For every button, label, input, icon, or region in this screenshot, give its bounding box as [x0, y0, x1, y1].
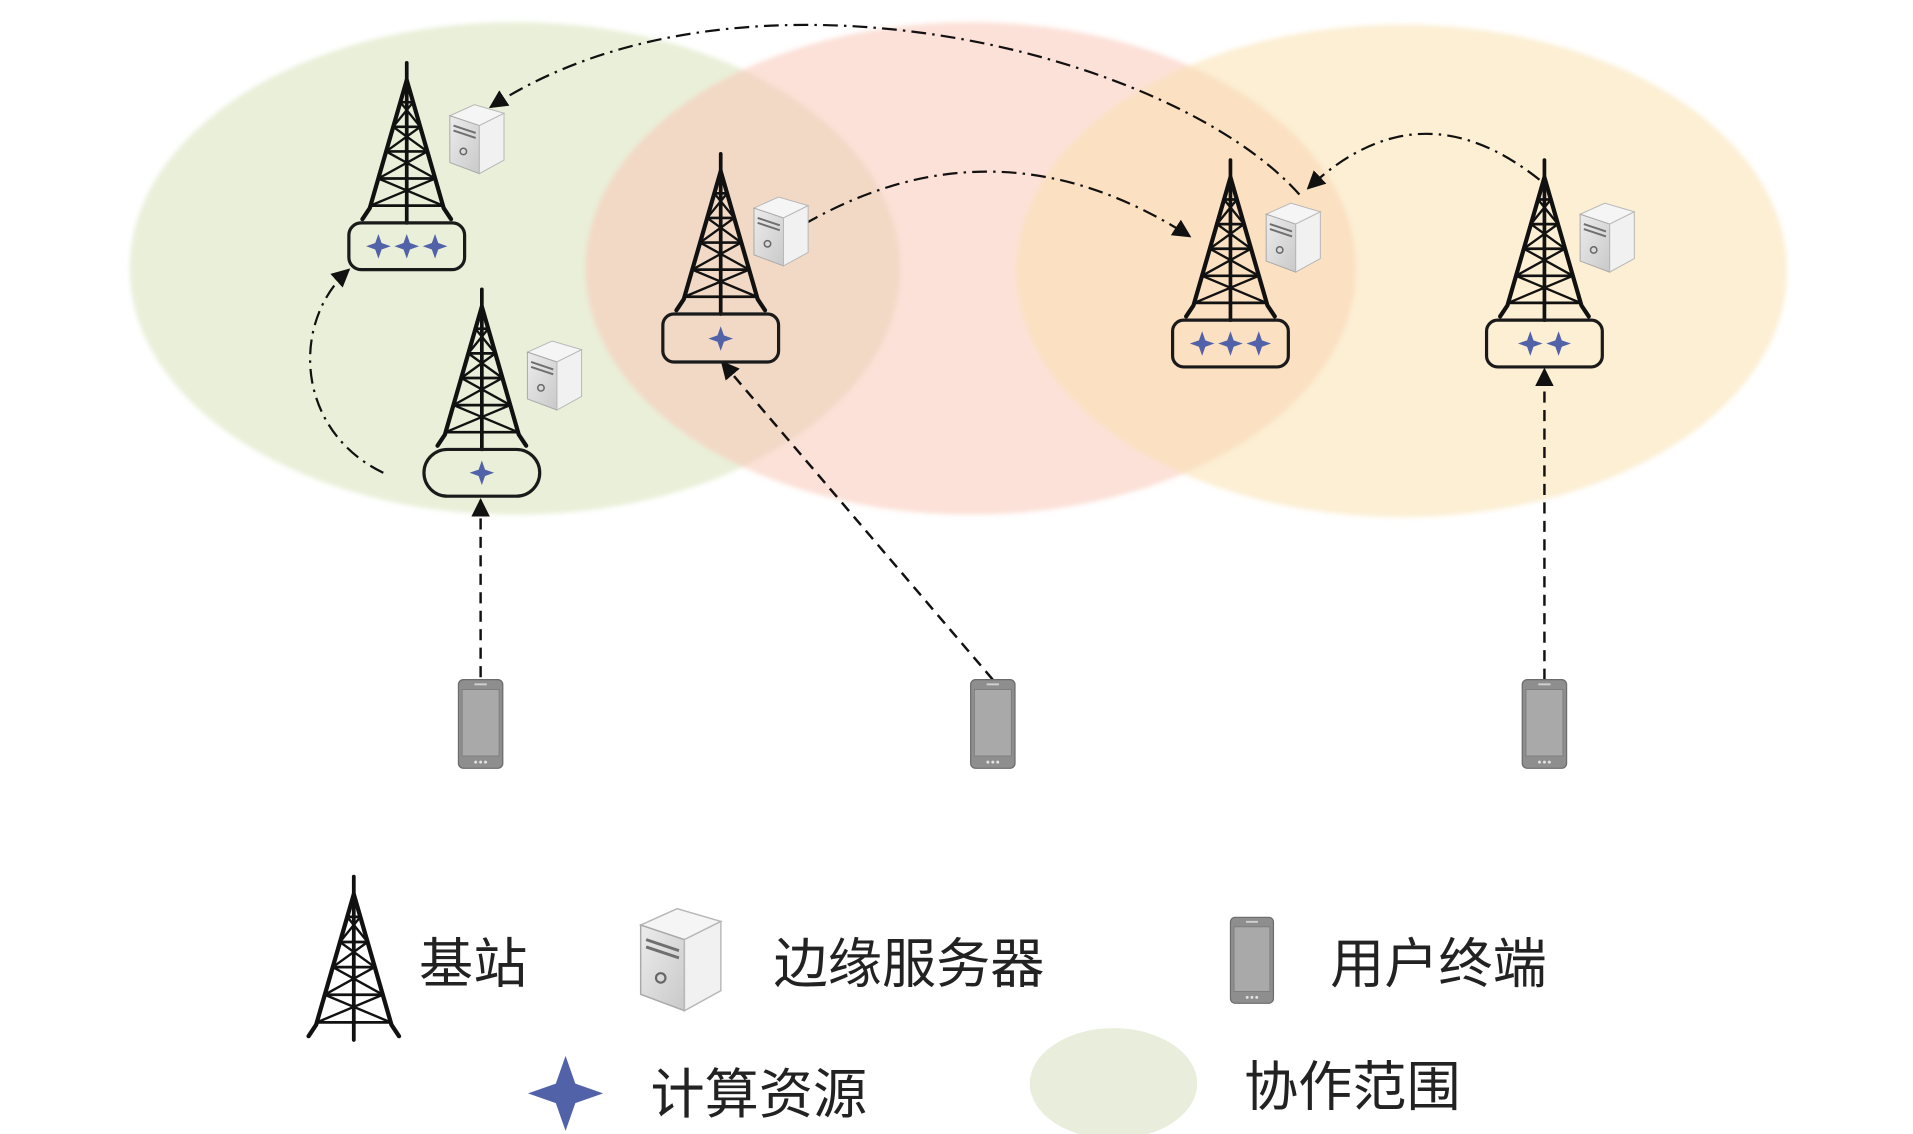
base-station-4 [1170, 160, 1322, 369]
tower-icon [309, 877, 399, 1040]
legend-item-compute-resource: 计算资源 [528, 1055, 868, 1131]
phone-icon [457, 679, 504, 769]
legend-item-edge-server: 边缘服务器 [639, 907, 1045, 1013]
cooperation-arrow-bs5-to-bs4 [1306, 132, 1541, 190]
star-icon [528, 1055, 604, 1131]
cooperation-zone-right [1016, 24, 1787, 518]
cooperation-arrow-bs2-to-bs1 [309, 268, 384, 474]
cooperation-arrow-bs4-to-bs1 [488, 23, 1301, 196]
server-icon [448, 103, 505, 175]
resource-box [347, 221, 467, 272]
compute-resources [1189, 331, 1272, 356]
legend-item-cooperation-range: 协作范围 [1029, 1028, 1461, 1134]
phone-icon [1229, 916, 1275, 1004]
legend-label-base-station: 基站 [419, 933, 527, 996]
resource-box [422, 447, 542, 498]
server-icon [1265, 202, 1322, 274]
server-icon [639, 907, 723, 1013]
legend: 基站 边缘服务器 用户终端 计算资源 协作范围 [309, 877, 1547, 1134]
offload-arrow-terminal-2 [720, 360, 994, 681]
base-station-3 [661, 154, 810, 364]
resource-box [1170, 318, 1290, 369]
legend-label-edge-server: 边缘服务器 [774, 933, 1045, 996]
user-terminals [457, 679, 1568, 769]
base-station-1 [347, 63, 505, 272]
legend-label-compute-resource: 计算资源 [651, 1063, 868, 1126]
server-icon [1579, 202, 1636, 274]
legend-item-base-station: 基站 [309, 877, 527, 1040]
resource-box [1484, 318, 1604, 369]
base-station-2 [422, 289, 583, 498]
resource-box [661, 312, 781, 364]
phone-icon [1521, 679, 1568, 769]
legend-label-user-terminal: 用户终端 [1330, 933, 1547, 996]
legend-item-user-terminal: 用户终端 [1229, 916, 1547, 1004]
ellipse-swatch-icon [1029, 1028, 1198, 1134]
legend-label-cooperation-range: 协作范围 [1244, 1056, 1461, 1119]
server-icon [526, 340, 583, 411]
base-station-5 [1484, 160, 1636, 369]
server-icon [752, 196, 810, 267]
phone-icon [970, 679, 1016, 769]
cooperation-zones [129, 22, 1787, 518]
offload-flows [309, 23, 1554, 681]
compute-resources [366, 233, 448, 259]
